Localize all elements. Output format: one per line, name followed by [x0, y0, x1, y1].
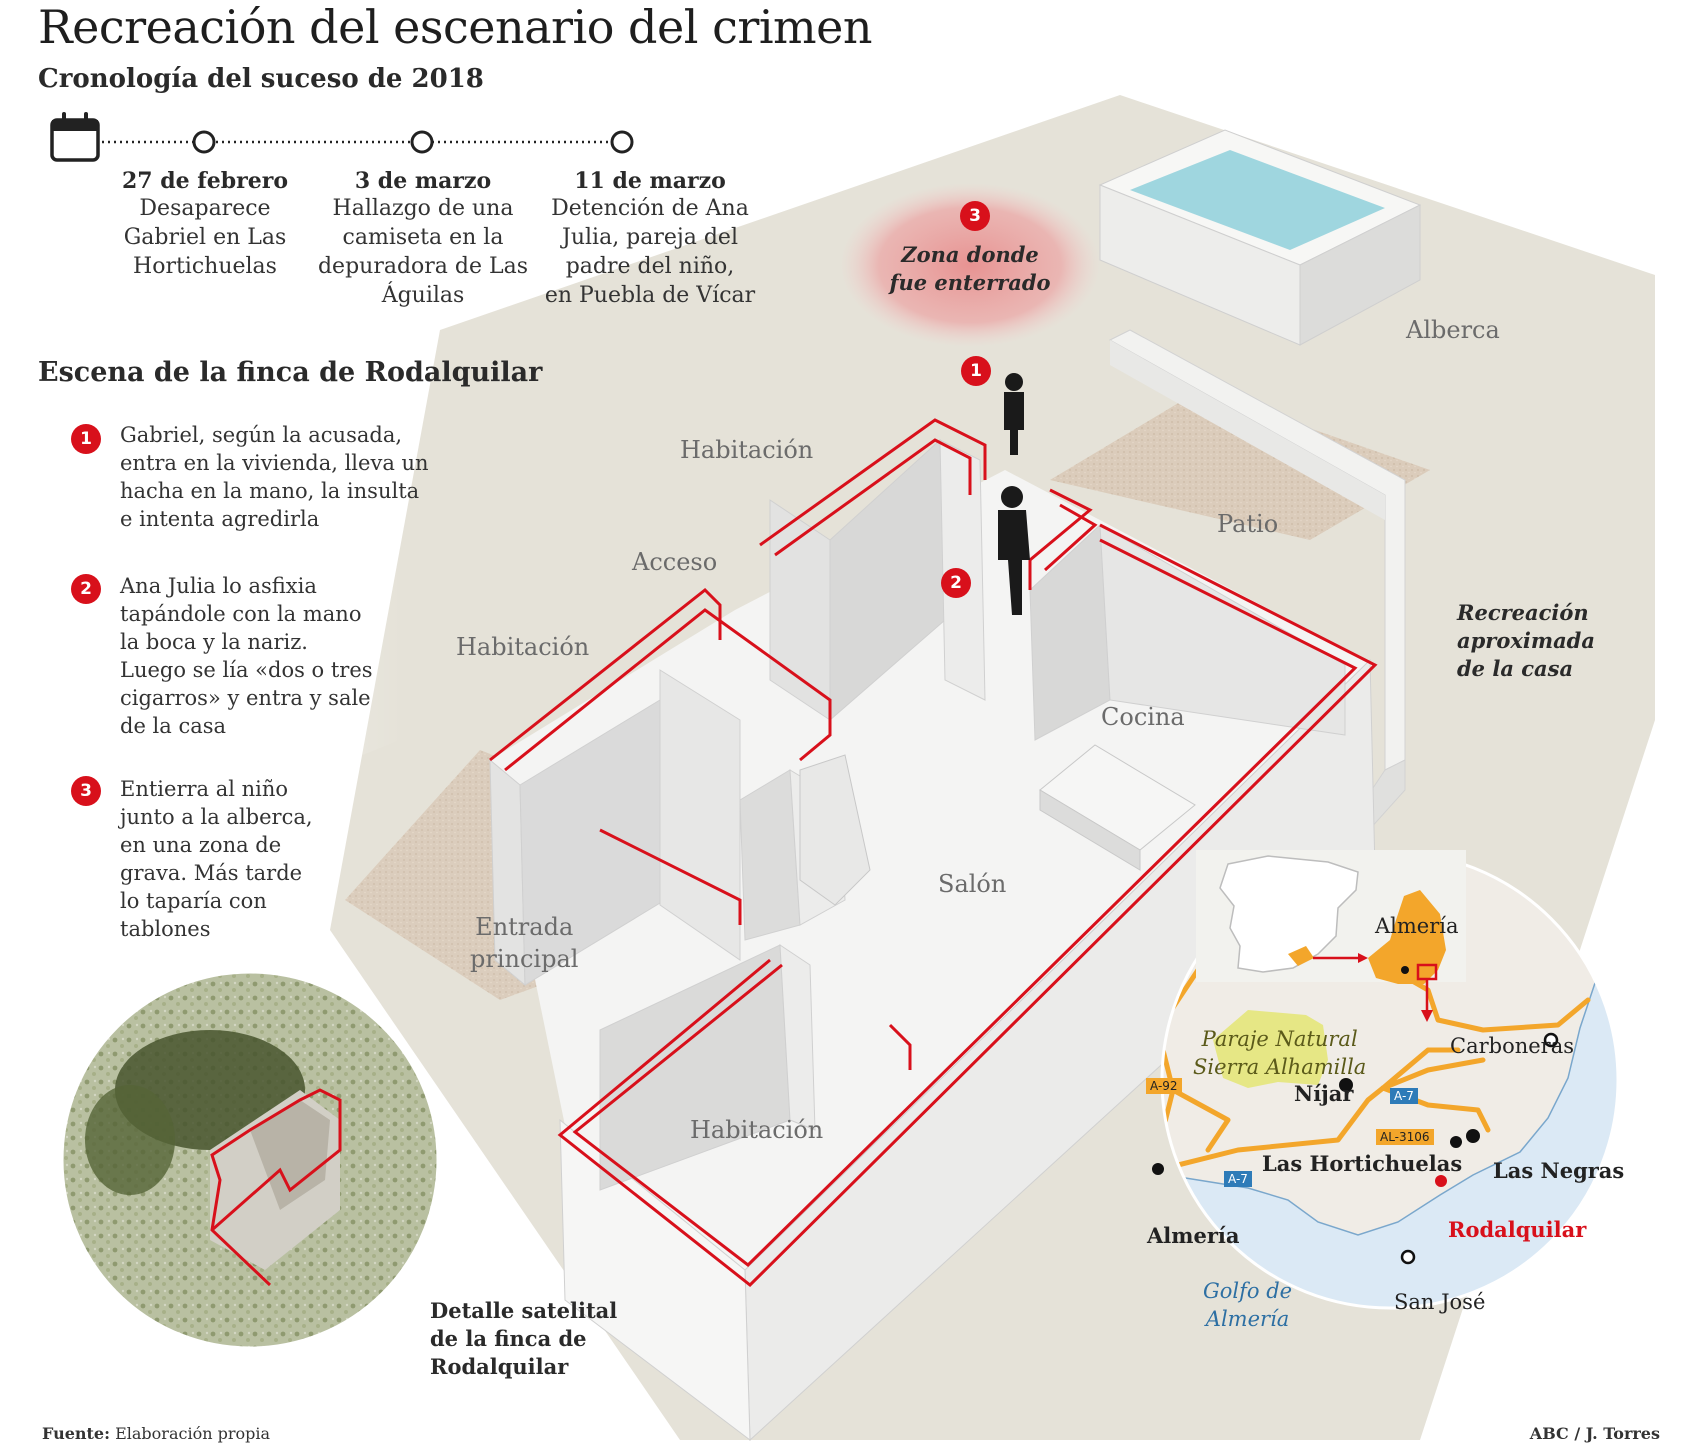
almeria-province: [1368, 890, 1446, 984]
marker-hortichuelas: [1450, 1136, 1462, 1148]
marker-almeria: [1152, 1163, 1164, 1175]
silhouette-ana-julia: [998, 486, 1030, 615]
map-label-negras: Las Negras: [1493, 1158, 1625, 1183]
timeline-event-3: 11 de marzo Detención de Ana Julia, pare…: [530, 168, 770, 310]
page-title: Recreación del escenario del crimen: [38, 0, 873, 54]
step-text-2: Ana Julia lo asfixia tapándole con la ma…: [120, 574, 373, 738]
scene-marker-2: 2: [941, 568, 971, 598]
map-label-rodalquilar: Rodalquilar: [1448, 1217, 1587, 1242]
marker-nijar: [1339, 1078, 1353, 1092]
park-area: [1213, 1010, 1328, 1088]
burial-zone-label: Zona donde fue enterrado: [889, 242, 1051, 295]
timeline-date: 3 de marzo: [354, 168, 492, 194]
road-badge-a7-east: A-7: [1390, 1088, 1418, 1104]
recreation-note: Recreación aproximada de la casa: [1457, 600, 1595, 681]
silhouette-gabriel: [1004, 373, 1024, 455]
room-label-habitacion-bottom: Habitación: [690, 1116, 824, 1144]
satellite-caption: Detalle satelital de la finca de Rodalqu…: [430, 1298, 618, 1379]
patio-gravel: [1050, 390, 1430, 540]
fireplace: [799, 754, 871, 906]
marker-rodalquilar: [1435, 1175, 1447, 1187]
room-label-entrada: Entrada principal: [470, 913, 579, 973]
map-label-nijar: Níjar: [1294, 1081, 1354, 1106]
road-badge-a92: A-92: [1146, 1078, 1182, 1094]
map-label-almeria: Almería: [1147, 1223, 1240, 1248]
map-label-sea: Golfo de Almería: [1203, 1279, 1293, 1331]
room-label-habitacion-top: Habitación: [680, 436, 814, 464]
room-label-salon: Salón: [938, 870, 1007, 898]
calendar-icon: [50, 112, 100, 162]
scene-heading: Escena de la finca de Rodalquilar: [38, 357, 543, 388]
timeline-track: [50, 112, 634, 162]
timeline-description: Hallazgo de una camiseta en la depurador…: [317, 196, 529, 308]
marker-negras: [1466, 1129, 1480, 1143]
footer-source-label: Fuente:: [42, 1424, 110, 1443]
marker-sanjose: [1400, 1249, 1416, 1265]
timeline-description: Desaparece Gabriel en Las Hortichuelas: [123, 196, 287, 279]
step-text-1: Gabriel, según la acusada, entra en la v…: [120, 423, 429, 531]
timeline-event-2: 3 de marzo Hallazgo de una camiseta en l…: [308, 168, 538, 310]
room-label-patio: Patio: [1217, 510, 1279, 538]
footer-source: Fuente: Elaboración propia: [42, 1424, 270, 1443]
scene-marker-3: 3: [960, 201, 990, 231]
marker-carboneras: [1543, 1032, 1559, 1048]
map-label-hortichuelas: Las Hortichuelas: [1262, 1151, 1463, 1176]
scene-marker-1: 1: [961, 356, 991, 386]
room-label-alberca: Alberca: [1406, 316, 1500, 344]
footer-credit: ABC / J. Torres: [1529, 1424, 1660, 1443]
map-label-park: Paraje Natural Sierra Alhamilla: [1193, 1027, 1367, 1079]
step-badge-2: 2: [71, 574, 101, 604]
road-badge-a7-west: A-7: [1224, 1171, 1252, 1187]
timeline-date: 11 de marzo: [574, 168, 726, 194]
map-label-region: Almería: [1375, 914, 1459, 938]
room-label-acceso: Acceso: [632, 548, 718, 576]
locator-map: [1152, 850, 1620, 1310]
page-subtitle: Cronología del suceso de 2018: [38, 64, 484, 94]
road-badge-al3106: AL-3106: [1376, 1129, 1434, 1145]
room-label-cocina: Cocina: [1101, 703, 1185, 731]
alberca-pool: [1098, 129, 1422, 346]
satellite-image: [62, 972, 438, 1348]
timeline-point-3: [610, 130, 634, 154]
timeline-point-1: [192, 130, 216, 154]
map-label-carboneras: Carboneras: [1450, 1034, 1575, 1058]
road-a7: [1162, 1057, 1486, 1173]
timeline-date: 27 de febrero: [121, 168, 288, 194]
burial-zone: [840, 183, 1100, 347]
footer-source-text: Elaboración propia: [115, 1424, 271, 1443]
map-label-sanjose: San José: [1394, 1290, 1486, 1314]
timeline-description: Detención de Ana Julia, pareja del padre…: [544, 196, 756, 308]
timeline-event-1: 27 de febrero Desaparece Gabriel en Las …: [100, 168, 310, 281]
step-badge-3: 3: [71, 776, 101, 806]
step-badge-1: 1: [71, 424, 101, 454]
step-text-3: Entierra al niño junto a la alberca, en …: [120, 777, 313, 941]
timeline-point-2: [410, 130, 434, 154]
room-label-habitacion-left: Habitación: [456, 633, 590, 661]
